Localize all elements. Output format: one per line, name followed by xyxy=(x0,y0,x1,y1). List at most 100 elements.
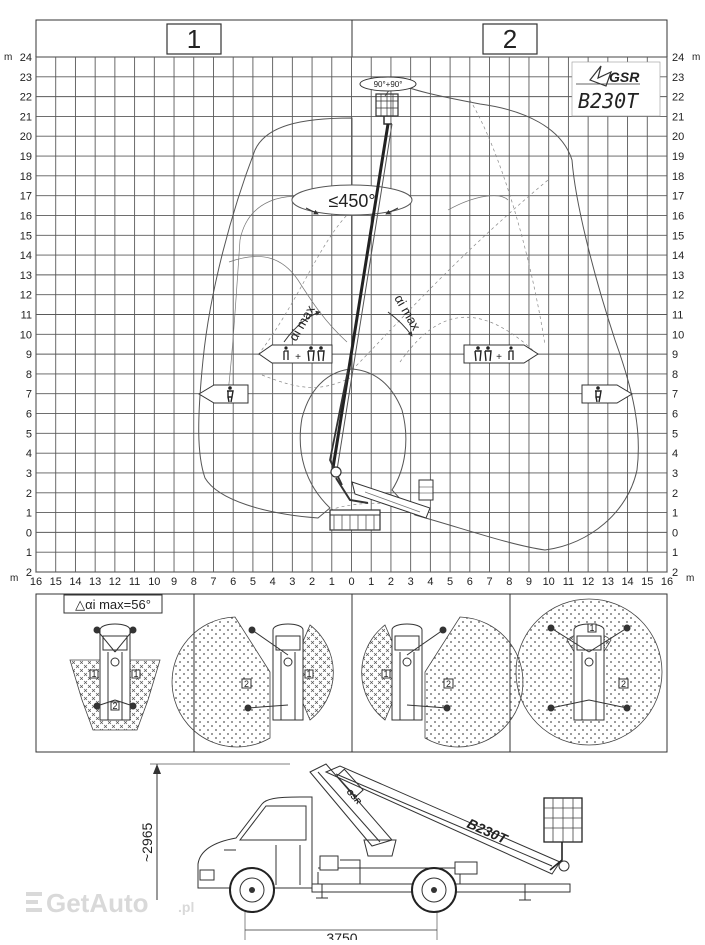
height-tick-label: 2 xyxy=(26,488,32,500)
outreach-tick-label: 9 xyxy=(526,576,532,588)
height-tick-label: 5 xyxy=(26,428,32,440)
height-tick-label: 4 xyxy=(26,448,32,460)
outreach-tick-label: 5 xyxy=(447,576,453,588)
watermark-text: GetAuto xyxy=(46,888,149,918)
tools-person-icon xyxy=(508,346,514,360)
load-plus-right: + xyxy=(496,352,502,363)
height-tick-label: 2 xyxy=(26,567,32,579)
unit-label-bottom-left: m xyxy=(10,573,18,584)
gsr-logo-mark xyxy=(589,65,613,87)
height-tick-label: 23 xyxy=(20,72,32,84)
truck-cab xyxy=(197,796,313,889)
brand-logo-text: GSR xyxy=(609,69,640,85)
quadrant-label: 1 xyxy=(589,623,594,633)
height-tick-label: 13 xyxy=(672,270,684,282)
outreach-tick-label: 11 xyxy=(563,576,574,588)
quadrant-label: 1 xyxy=(306,669,311,679)
height-tick-label: 0 xyxy=(26,527,32,539)
boom-extended xyxy=(329,123,434,531)
watermark-suffix: .pl xyxy=(178,899,194,915)
working-range-chart: 1 2 210123456789101112131415161718192021… xyxy=(4,19,700,588)
height-tick-label: 22 xyxy=(672,92,684,104)
person-icon xyxy=(474,346,482,362)
outreach-tick-label: 16 xyxy=(30,576,42,588)
outreach-tick-label: 8 xyxy=(191,576,197,588)
truck-basket xyxy=(543,797,583,872)
panel-zone-2-right: 2 1 xyxy=(361,616,524,748)
truck-chassis xyxy=(311,883,571,893)
height-tick-label: 11 xyxy=(21,310,32,322)
model-name: B230T xyxy=(578,89,640,113)
height-tick-label: 15 xyxy=(672,230,684,242)
height-tick-label: 9 xyxy=(26,349,32,361)
unit-label-bottom-right: m xyxy=(686,573,694,584)
height-tick-label: 12 xyxy=(672,290,684,302)
panel-zone-2-left: 2 1 xyxy=(171,616,334,748)
height-tick-label: 4 xyxy=(672,448,678,460)
height-tick-label: 18 xyxy=(20,171,32,183)
person-icon xyxy=(227,386,234,403)
height-tick-label: 1 xyxy=(26,547,32,559)
height-tick-label: 13 xyxy=(20,270,32,282)
truck-turret xyxy=(363,839,397,857)
working-envelope xyxy=(198,81,639,551)
height-tick-label: 19 xyxy=(672,151,684,163)
outreach-tick-label: 3 xyxy=(408,576,414,588)
height-tick-label: 20 xyxy=(672,131,684,143)
alpha-max-right-label: αi max xyxy=(391,292,424,333)
height-tick-label: 18 xyxy=(672,171,684,183)
outreach-tick-label: 3 xyxy=(289,576,295,588)
height-tick-label: 1 xyxy=(672,508,678,520)
outreach-tick-label: 7 xyxy=(486,576,492,588)
outreach-tick-label: 10 xyxy=(148,576,160,588)
outrigger-panels: △αi max=56° 1 1 2 xyxy=(35,593,668,753)
outreach-tick-label: 4 xyxy=(427,576,433,588)
panel-zone-1-narrow: 1 1 2 xyxy=(69,623,161,731)
outreach-tick-label: 12 xyxy=(109,576,121,588)
slope-title-box xyxy=(63,594,163,614)
person-icon xyxy=(595,386,602,403)
zone-1-label: 1 xyxy=(187,24,201,54)
tools-person-icon xyxy=(283,346,289,360)
outreach-tick-label: 14 xyxy=(69,576,81,588)
outreach-tick-label: 1 xyxy=(329,576,335,588)
height-tick-label: 24 xyxy=(20,52,32,64)
outreach-tick-label: 2 xyxy=(309,576,315,588)
outreach-tick-label: 1 xyxy=(368,576,374,588)
height-tick-label: 3 xyxy=(672,468,678,480)
truck-side-view: ~2965 3750 GSR xyxy=(139,763,583,945)
height-tick-label: 24 xyxy=(672,52,684,64)
turret-rotation-label: ≤450° xyxy=(328,191,375,211)
height-tick-label: 7 xyxy=(672,389,678,401)
height-tick-label: 16 xyxy=(20,210,32,222)
height-tick-label: 12 xyxy=(20,290,32,302)
height-tick-label: 8 xyxy=(672,369,678,381)
height-tick-label: 1 xyxy=(672,547,678,559)
outreach-tick-label: 13 xyxy=(89,576,101,588)
height-tick-label: 11 xyxy=(672,310,683,322)
upper-arm xyxy=(309,763,393,847)
outreach-tick-label: 9 xyxy=(171,576,177,588)
height-tick-label: 19 xyxy=(20,151,32,163)
height-axis-right: 2101234567891011121314151617181920212223… xyxy=(672,52,684,579)
quadrant-label: 2 xyxy=(621,679,626,689)
quadrant-label: 2 xyxy=(244,679,249,689)
brand-block: GSR B230T xyxy=(571,61,661,117)
height-tick-label: 22 xyxy=(20,92,32,104)
quadrant-label: 1 xyxy=(133,669,138,679)
boom-model-label: B230T xyxy=(465,815,511,847)
height-tick-label: 2 xyxy=(672,488,678,500)
height-tick-label: 15 xyxy=(20,230,32,242)
outreach-tick-label: 0 xyxy=(348,576,354,588)
two-persons-tools-marker-right xyxy=(463,344,539,364)
height-tick-label: 21 xyxy=(20,111,32,123)
zone-header: 1 2 xyxy=(35,19,668,58)
outreach-tick-label: 6 xyxy=(467,576,473,588)
outreach-tick-label: 10 xyxy=(543,576,555,588)
height-tick-label: 10 xyxy=(672,329,684,341)
load-markers: + + xyxy=(198,344,633,404)
basket-rotation-label: 90°+90° xyxy=(374,80,403,89)
height-tick-label: 7 xyxy=(26,389,32,401)
height-tick-label: 1 xyxy=(26,508,32,520)
